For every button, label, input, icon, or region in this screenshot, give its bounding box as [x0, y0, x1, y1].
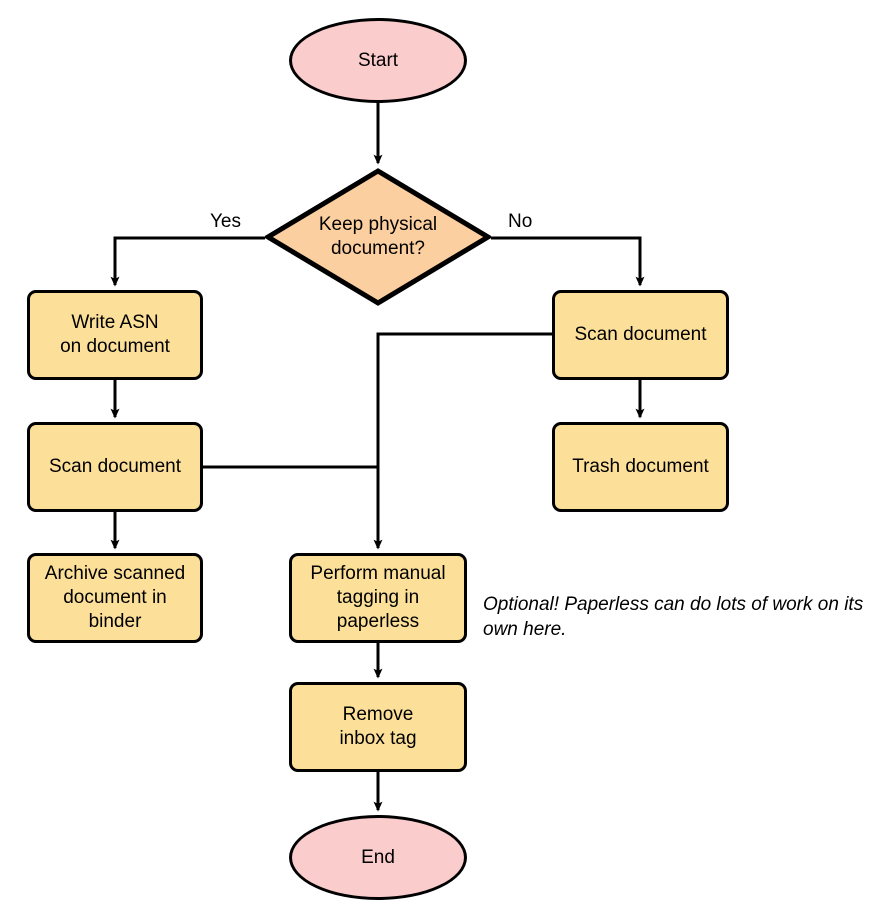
- edge-decision-yes: [110, 236, 265, 287]
- node-scan-document-left[interactable]: Scan document: [27, 422, 203, 512]
- node-scan-document-left-label: Scan document: [48, 456, 182, 478]
- edge-label-no: No: [508, 211, 533, 232]
- node-perform-manual-tagging-in-paperless-label: Perform manual tagging in paperless: [310, 563, 446, 632]
- node-write-asn-on-document[interactable]: Write ASN on document: [27, 290, 203, 380]
- node-archive-scanned-document-in-binder[interactable]: Archive scanned document in binder: [27, 553, 203, 643]
- node-scan-document-right[interactable]: Scan document: [552, 290, 729, 380]
- edge-decision-no: [491, 236, 645, 287]
- optional-note: Optional! Paperless can do lots of work …: [483, 594, 864, 641]
- node-remove-inbox-tag[interactable]: Remove inbox tag: [289, 682, 467, 772]
- node-scan-document-right-label: Scan document: [574, 324, 707, 346]
- node-write-asn-on-document-label: Write ASN on document: [60, 312, 170, 357]
- node-trash-document-label: Trash document: [572, 456, 709, 478]
- node-remove-inbox-tag-label: Remove inbox tag: [339, 704, 417, 749]
- node-trash-document[interactable]: Trash document: [552, 422, 729, 512]
- node-keep-physical-document[interactable]: Keep physical document?: [265, 168, 491, 306]
- node-start[interactable]: Start: [289, 18, 467, 103]
- node-start-label: Start: [357, 49, 399, 71]
- node-end[interactable]: End: [289, 815, 467, 900]
- diamond-shape: [265, 168, 491, 306]
- node-perform-manual-tagging-in-paperless[interactable]: Perform manual tagging in paperless: [289, 553, 467, 643]
- node-archive-scanned-document-in-binder-label: Archive scanned document in binder: [44, 563, 186, 632]
- edge-scan-right-to-tagging: [373, 332, 552, 550]
- edge-label-yes: Yes: [210, 211, 241, 232]
- node-end-label: End: [361, 846, 395, 868]
